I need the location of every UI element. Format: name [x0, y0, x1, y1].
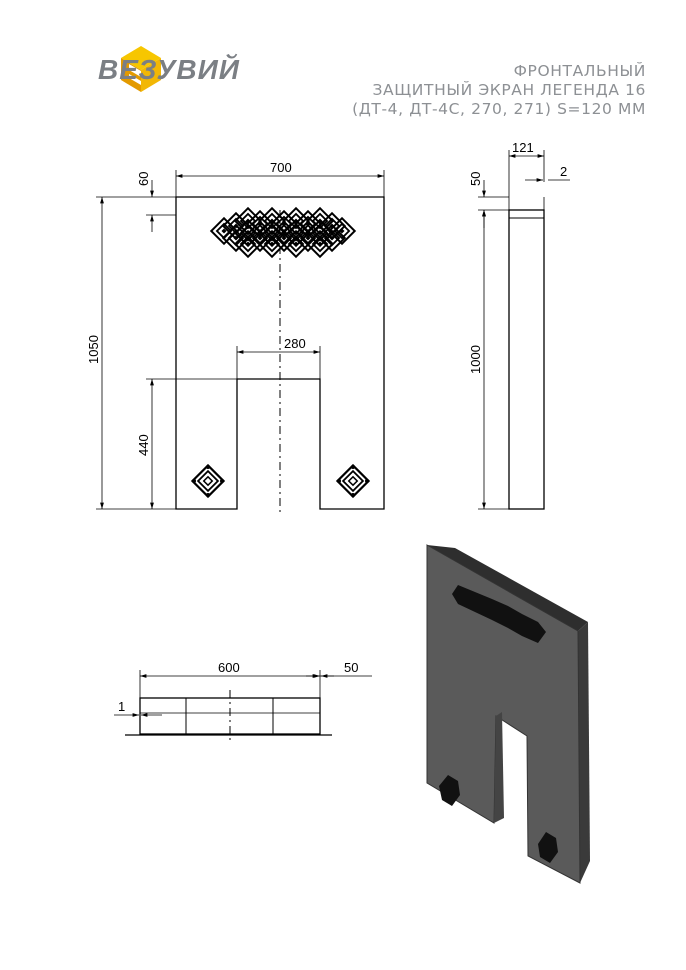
side-height-label: 1000 — [468, 345, 483, 374]
right-ornament — [335, 463, 371, 499]
title-line-3: (ДТ-4, ДТ-4С, 270, 271) S=120 ММ — [352, 100, 646, 118]
side-top-offset-label: 50 — [468, 172, 483, 186]
isometric-render — [426, 544, 590, 884]
brand-name: ВЕЗУВИЙ — [98, 54, 240, 85]
top-width-label: 600 — [218, 660, 240, 675]
opening-height-label: 440 — [136, 434, 151, 456]
side-panel-outline — [508, 209, 545, 510]
title-line-2: ЗАЩИТНЫЙ ЭКРАН ЛЕГЕНДА 16 — [372, 81, 646, 99]
front-top-offset-label: 60 — [136, 172, 151, 186]
side-depth-label: 121 — [512, 140, 534, 155]
side-thickness-label: 2 — [560, 164, 567, 179]
title-line-1: ФРОНТАЛЬНЫЙ — [513, 62, 646, 80]
opening-width-label: 280 — [284, 336, 306, 351]
top-depth-label: 50 — [344, 660, 358, 675]
top-view: 600 50 1 — [114, 660, 372, 740]
document-title: ФРОНТАЛЬНЫЙ ЗАЩИТНЫЙ ЭКРАН ЛЕГЕНДА 16 (Д… — [352, 62, 646, 119]
front-height-label: 1050 — [86, 335, 101, 364]
front-width-label: 700 — [270, 160, 292, 175]
vesuvius-logo-icon — [121, 46, 161, 92]
top-thickness-label: 1 — [118, 699, 125, 714]
top-ornament — [210, 207, 356, 258]
side-view: 121 2 50 1000 — [468, 140, 570, 510]
front-view: 700 1050 60 280 440 — [86, 160, 385, 516]
left-ornament — [190, 463, 226, 499]
